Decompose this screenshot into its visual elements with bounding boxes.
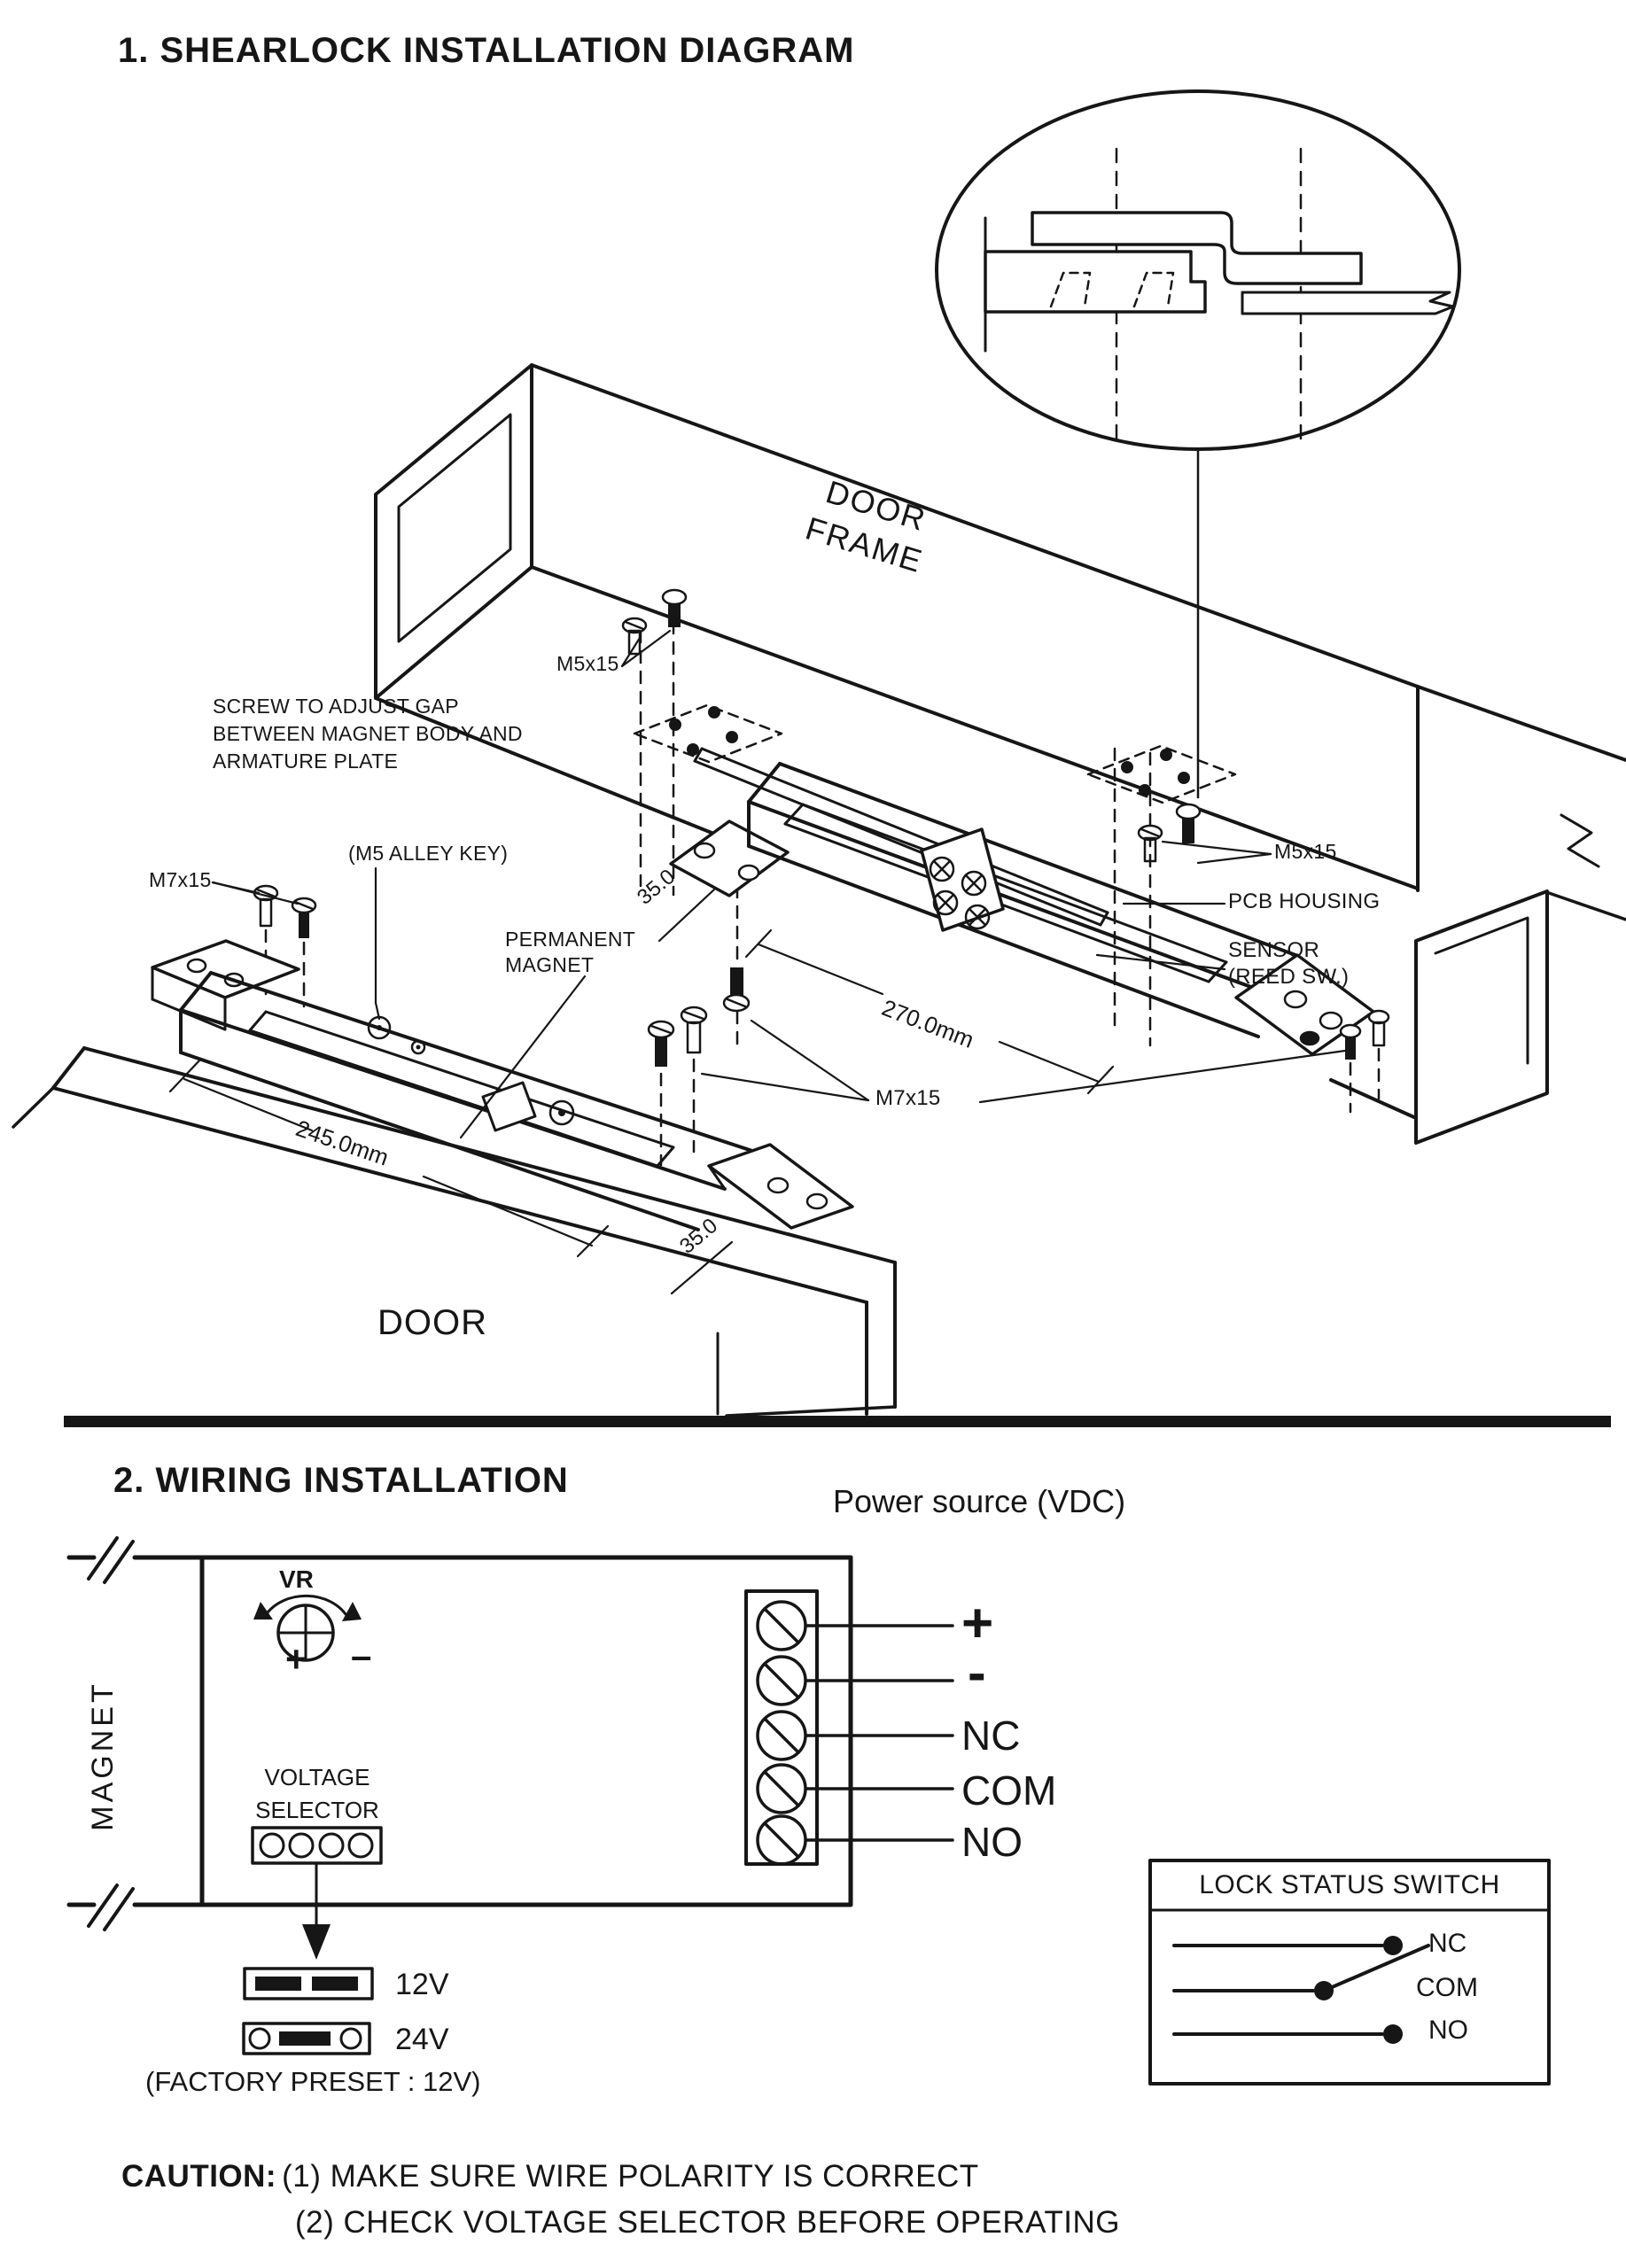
vr-plus-label: +: [285, 1638, 307, 1680]
magnet-label: MAGNET: [86, 1681, 120, 1831]
leader-lines: [168, 629, 1347, 1295]
terminal-no-label: NO: [961, 1819, 1023, 1865]
vr-potentiometer: [253, 1594, 362, 1662]
section2-title: 2. WIRING INSTALLATION: [113, 1461, 569, 1500]
lock-status-switch-title: LOCK STATUS SWITCH: [1199, 1870, 1500, 1899]
lock-body-drawing: [151, 939, 854, 1231]
m7x15-screws-center: [647, 1006, 1390, 1067]
jumper-24v-drawing: [242, 2022, 371, 2055]
terminal-com-label: COM: [961, 1767, 1057, 1814]
voltage-selector-connector: [251, 1826, 383, 1865]
phillips-screws: [929, 856, 991, 930]
section1-title: 1. SHEARLOCK INSTALLATION DIAGRAM: [118, 31, 855, 70]
m7x15-left-label: M7x15: [149, 868, 212, 891]
jumper-24v-label: 24V: [395, 2023, 449, 2056]
lock-status-switch-drawing: [1148, 1859, 1551, 2085]
jumper-12v-label: 12V: [395, 1968, 449, 2001]
m5x15-screws-right: [1137, 803, 1202, 863]
down-arrow-icon: [302, 1924, 331, 1960]
pcb-housing-label: PCB HOUSING: [1228, 889, 1381, 913]
caution-word: CAUTION:: [121, 2159, 277, 2194]
power-source-label: Power source (VDC): [833, 1483, 1126, 1519]
caution-line1: CAUTION:(1) MAKE SURE WIRE POLARITY IS C…: [121, 2159, 979, 2194]
armature-plate-outlines: [633, 703, 1237, 804]
m5-alley-key-label: (M5 ALLEY KEY): [348, 842, 509, 865]
m5x15-screws-left: [621, 588, 688, 656]
switch-nc-label: NC: [1428, 1929, 1467, 1958]
magnet-body-drawing: [669, 762, 1375, 1056]
switch-com-label: COM: [1416, 1973, 1478, 2002]
vr-minus-label: –: [351, 1635, 372, 1676]
jumper-12v-drawing: [243, 1967, 374, 2000]
section-divider: [64, 1416, 1611, 1427]
door-label: DOOR: [377, 1303, 487, 1342]
caution-line2: (2) CHECK VOLTAGE SELECTOR BEFORE OPERAT…: [295, 2205, 1121, 2240]
m7x15-screws-left: [253, 884, 317, 938]
door-drawing: [12, 1046, 897, 1418]
wiring-drawing: [66, 1536, 1551, 2085]
switch-no-label: NO: [1428, 2016, 1468, 2045]
sensor-label: SENSOR(REED SW.): [1228, 938, 1350, 989]
m7x15-center-label: M7x15: [875, 1086, 941, 1110]
door-frame-drawing: [374, 363, 1626, 1145]
terminal-nc-label: NC: [961, 1713, 1021, 1759]
m5x15-left-label: M5x15: [556, 652, 619, 675]
terminal-minus-label: -: [968, 1643, 986, 1704]
terminal-plus-label: +: [961, 1593, 994, 1654]
m5x15-right-label: M5x15: [1274, 840, 1337, 863]
factory-preset-label: (FACTORY PRESET : 12V): [145, 2066, 481, 2097]
detail-oval-drawing: [935, 89, 1461, 799]
vr-label: VR: [279, 1565, 314, 1593]
terminal-block: [744, 1589, 954, 1866]
